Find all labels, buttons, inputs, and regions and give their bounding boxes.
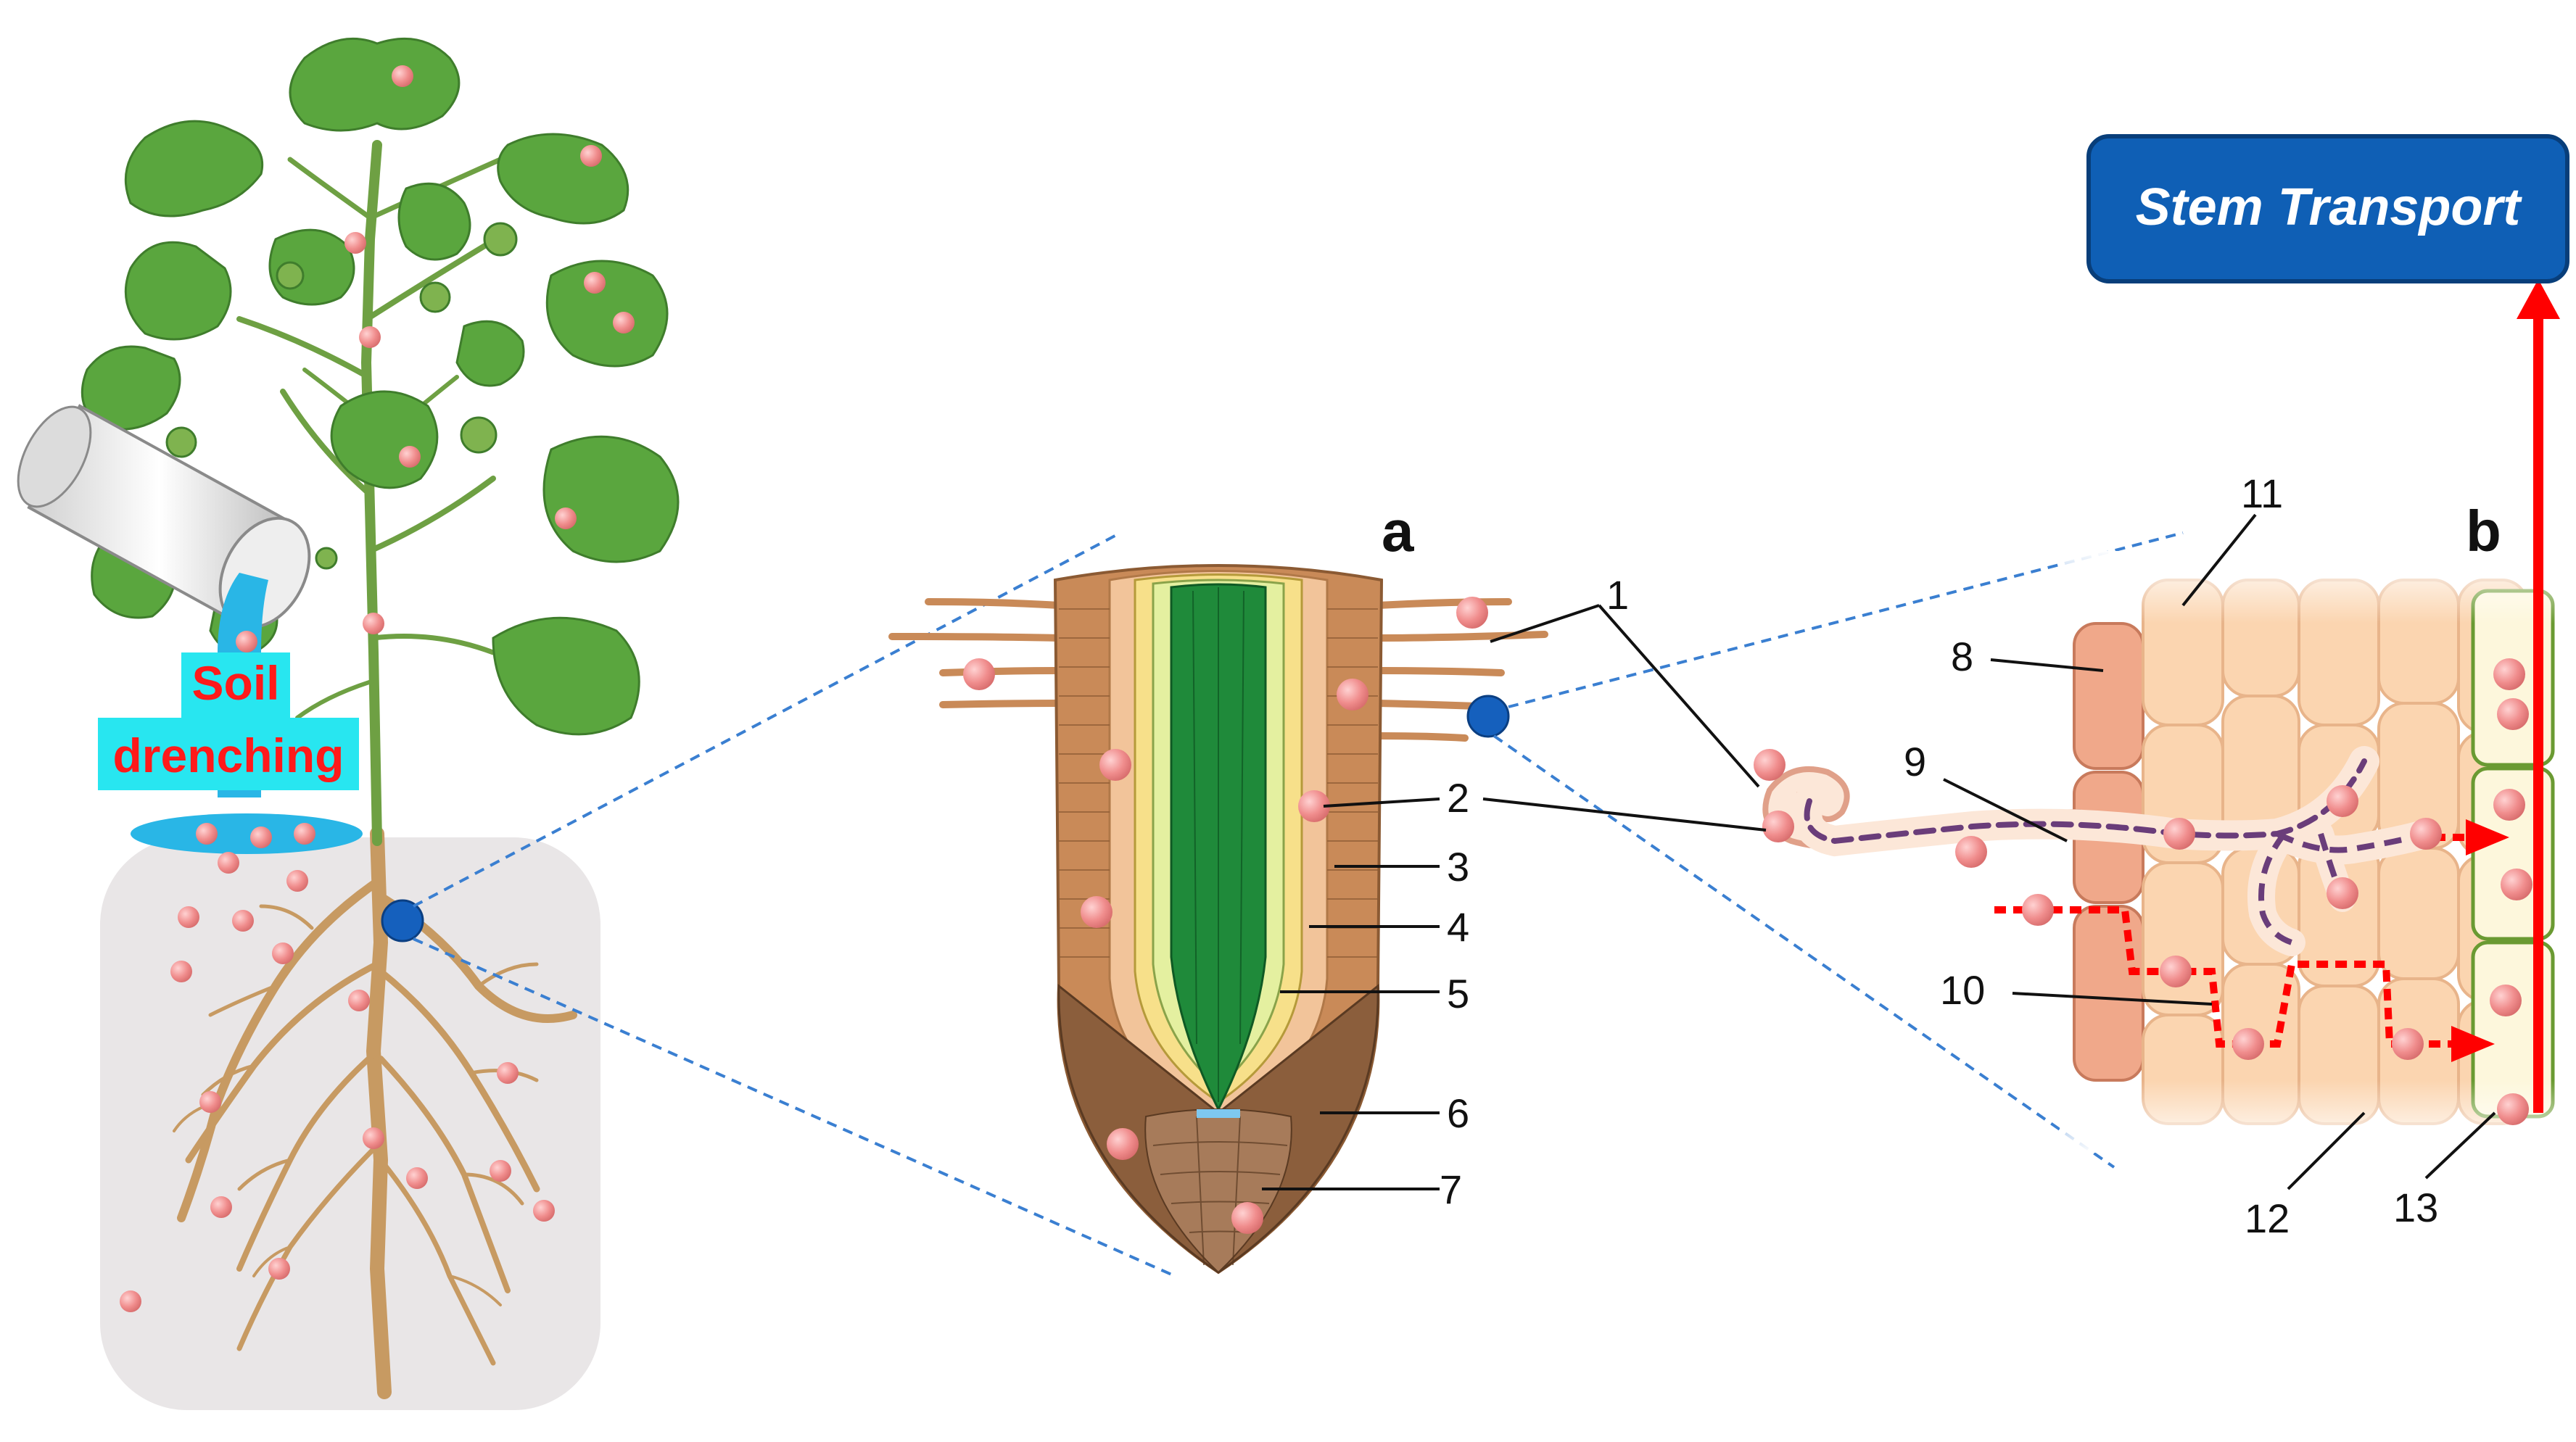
label-11: 11 [2241, 471, 2283, 516]
label-1: 1 [1606, 572, 1629, 618]
watering-cup [17, 404, 311, 629]
root-hairs [888, 598, 1548, 742]
label-8: 8 [1951, 634, 1973, 679]
bacteria-particles-root [963, 597, 1488, 1234]
bacteria-particles-plant [120, 65, 635, 1312]
plant-panel: Soil drenching [17, 37, 680, 1410]
stem-transport-box: Stem Transport [2086, 134, 2569, 283]
label-5: 5 [1447, 971, 1469, 1016]
quiescent-center [1197, 1109, 1240, 1118]
soil-label-line1: Soil [191, 656, 279, 710]
root-hair-zoom-marker [1466, 695, 1510, 738]
label-9: 9 [1904, 739, 1926, 784]
label-3: 3 [1447, 844, 1469, 890]
label-6: 6 [1447, 1090, 1469, 1136]
soil-drenching-label: Soil drenching [98, 652, 359, 790]
label-4: 4 [1447, 904, 1469, 950]
soil-label-line2: drenching [112, 729, 344, 782]
root-cap-inner [1144, 1109, 1292, 1274]
label-7: 7 [1440, 1167, 1462, 1212]
label-12: 12 [2245, 1196, 2290, 1241]
label-10: 10 [1940, 967, 1985, 1013]
label-13: 13 [2393, 1185, 2438, 1230]
cotton-bolls [165, 222, 518, 570]
root-cap-lines [1152, 1116, 1288, 1266]
panel-b-label: b [2466, 499, 2501, 563]
upward-transport-arrowhead [2517, 279, 2560, 319]
label-2: 2 [1447, 775, 1469, 821]
stele-lines [1192, 587, 1244, 1102]
soil-area [100, 837, 600, 1410]
leader-lines [1262, 513, 2496, 1190]
tissue-panel: b [1754, 279, 2576, 1153]
arrowhead-lower [2451, 1026, 2495, 1062]
panel-a-label: a [1382, 499, 1414, 563]
stem-transport-label: Stem Transport [2136, 178, 2523, 236]
number-labels: 1 2 3 4 5 6 7 8 9 10 11 12 13 [1440, 471, 2438, 1241]
bacteria-particles-tissue [1754, 658, 2532, 1125]
zoom-lines-a [413, 531, 1176, 1277]
root-zoom-marker [381, 899, 424, 942]
root-tip-panel: a [888, 499, 1548, 1275]
arrowhead-upper [2466, 819, 2509, 855]
